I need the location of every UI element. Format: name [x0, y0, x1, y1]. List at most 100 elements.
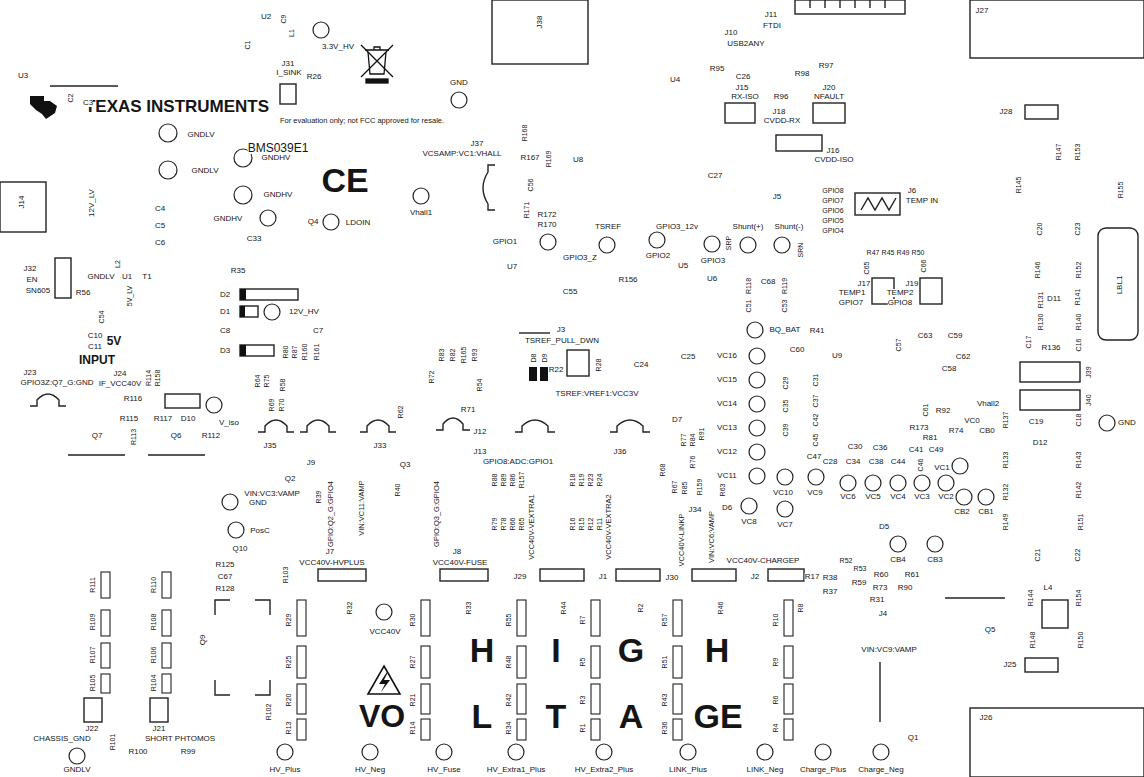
resistor-symbol: [162, 610, 171, 636]
silkscreen-label: J36: [614, 448, 627, 456]
silkscreen-label: U7: [507, 263, 517, 271]
silkscreen-label: J27: [976, 7, 989, 15]
silkscreen-label: R38: [823, 574, 838, 582]
silkscreen-label: R155: [1117, 182, 1124, 199]
test-point: [890, 536, 906, 552]
silkscreen-label: R87: [291, 346, 298, 359]
silkscreen-label: R118: [745, 278, 752, 294]
silkscreen-label: GNDLV: [88, 273, 115, 281]
silkscreen-label: R45: [882, 249, 895, 256]
silkscreen-label: BMS039E1: [248, 142, 309, 154]
test-point: [222, 494, 238, 510]
resistor-symbol: [517, 719, 526, 740]
silkscreen-label: C2: [67, 94, 74, 103]
resistor-symbol: [784, 719, 793, 740]
silkscreen-label: R71: [461, 406, 476, 414]
silkscreen-label: R101: [109, 734, 116, 751]
silkscreen-label: D12: [1033, 439, 1048, 447]
silkscreen-label: 12V_HV: [289, 308, 319, 316]
silkscreen-label: J19: [906, 280, 919, 288]
connector-outline: [318, 569, 366, 581]
silkscreen-label: R27: [409, 656, 416, 669]
silkscreen-label: R145: [1015, 177, 1022, 194]
silkscreen-label: R67: [671, 481, 678, 494]
silkscreen-label: VCSAMP:VC1:VHALL: [422, 150, 501, 158]
test-point: [264, 304, 280, 320]
silkscreen-label: GPIO8:ADC:GPIO1: [483, 458, 553, 466]
silkscreen-label: R63: [719, 484, 726, 497]
test-point: [206, 397, 222, 413]
silkscreen-label: R170: [537, 221, 556, 229]
silkscreen-label: J4: [879, 610, 887, 618]
resistor-symbol: [421, 684, 430, 714]
silkscreen-label: GE: [693, 699, 742, 733]
silkscreen-label: L1: [288, 29, 295, 37]
silkscreen-label: R17: [805, 573, 820, 581]
silkscreen-label: J13: [474, 448, 487, 456]
test-point: [159, 124, 177, 142]
silkscreen-label: C42: [812, 414, 819, 427]
silkscreen-label: R173: [909, 424, 928, 432]
silkscreen-label: C26: [736, 73, 751, 81]
silkscreen-label: R93: [471, 349, 478, 362]
diode-outline: [240, 289, 298, 300]
silkscreen-label: R148: [1029, 632, 1036, 649]
test-point: [749, 348, 765, 364]
silkscreen-label: R30: [409, 614, 416, 627]
silkscreen-label: D11: [1047, 295, 1061, 303]
test-point: [840, 475, 856, 491]
silkscreen-label: VC14: [717, 400, 737, 408]
silkscreen-label: Charge_Neg: [858, 766, 903, 774]
silkscreen-label: C67: [218, 573, 233, 581]
test-point: [649, 232, 665, 248]
resistor-symbol: [517, 600, 526, 636]
silkscreen-label: J21: [153, 725, 166, 733]
silkscreen-label: R90: [898, 584, 913, 592]
silkscreen-label: GPIO4: [822, 227, 843, 234]
silkscreen-label: LINK_Neg: [747, 766, 784, 774]
resistor-symbol: [591, 646, 600, 678]
silkscreen-label: J9: [307, 459, 315, 467]
silkscreen-label: VC16: [717, 352, 737, 360]
silkscreen-label: R137: [1002, 412, 1009, 429]
jumper-outline: [436, 418, 470, 430]
silkscreen-label: GNDHV: [262, 154, 291, 162]
silkscreen-label: HV_Extra1_Plus: [487, 766, 546, 774]
silkscreen-label: C57: [895, 339, 902, 352]
connector-outline: [165, 394, 200, 408]
resistor-symbol: [162, 572, 171, 598]
silkscreen-label: R114: [145, 370, 152, 386]
jumper-outline: [258, 420, 294, 432]
silkscreen-label: SRN: [797, 243, 804, 258]
silkscreen-label: D7: [672, 416, 682, 424]
silkscreen-label: LINK_Plus: [669, 766, 707, 774]
silkscreen-label: R29: [285, 614, 292, 627]
diode-outline: [240, 306, 258, 317]
silkscreen-label: R88: [491, 474, 498, 487]
silkscreen-label: J23: [24, 369, 37, 377]
silkscreen-label: R14: [409, 722, 416, 735]
silkscreen-label: H: [470, 633, 495, 667]
silkscreen-label: Q4: [308, 218, 319, 226]
silkscreen-label: 3.3V_HV: [322, 43, 354, 51]
silkscreen-label: R55: [505, 614, 512, 627]
silkscreen-label: CE: [321, 163, 368, 197]
silkscreen-label: C36: [873, 444, 888, 452]
silkscreen-label: C21: [1034, 549, 1041, 562]
silkscreen-label: U3: [18, 72, 28, 80]
silkscreen-label: C8: [220, 327, 230, 335]
jumper-outline: [360, 420, 396, 432]
silkscreen-label: R56: [76, 289, 91, 297]
silkscreen-label: C56: [527, 179, 534, 192]
test-point: [596, 744, 612, 760]
silkscreen-label: J20: [823, 84, 836, 92]
silkscreen-label: VC6: [840, 493, 856, 501]
silkscreen-label: J33: [374, 442, 387, 450]
silkscreen-label: R24: [596, 474, 603, 487]
silkscreen-label: R113: [130, 429, 137, 445]
silkscreen-label: VIN:VC11:VAMP: [358, 480, 366, 536]
silkscreen-label: NFAULT: [814, 93, 844, 101]
silkscreen-label: R130: [1037, 314, 1044, 331]
silkscreen-label: R143: [1075, 452, 1082, 469]
test-point: [680, 744, 696, 760]
